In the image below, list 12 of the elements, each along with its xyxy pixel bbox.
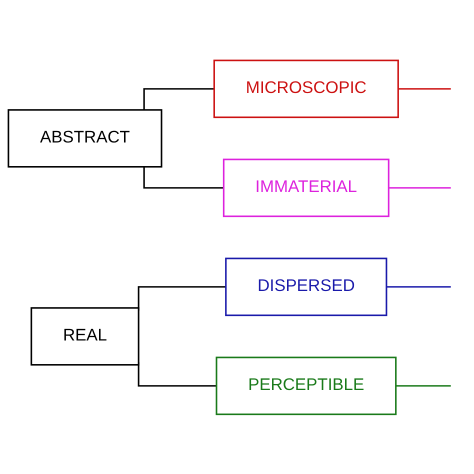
connector [388, 186, 451, 188]
node-box: DISPERSED [225, 257, 388, 316]
connector [395, 384, 451, 386]
node-box: MICROSCOPIC [213, 59, 399, 118]
connector [143, 166, 224, 188]
node-box: PERCEPTIBLE [216, 356, 397, 415]
connector [397, 88, 451, 90]
connector [386, 286, 451, 288]
node-box: ABSTRACT [8, 108, 162, 168]
node-box: REAL [30, 306, 140, 366]
connector [143, 88, 214, 110]
node-box: IMMATERIAL [222, 158, 390, 217]
